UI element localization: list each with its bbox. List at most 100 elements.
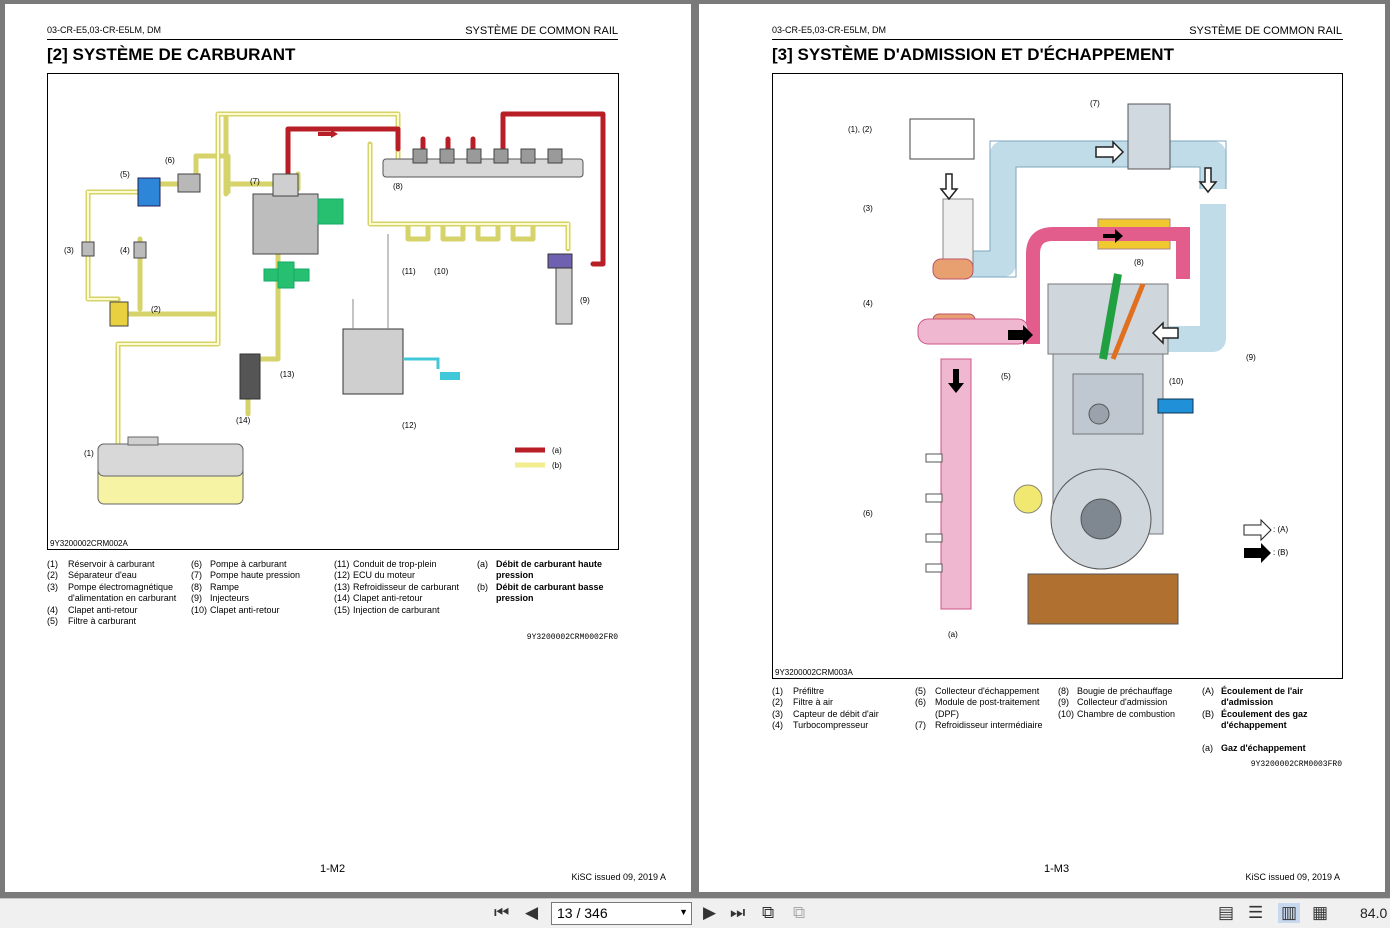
legend-item: (11)Conduit de trop-plein [334,559,437,569]
callout-2: (2) [151,305,161,314]
facing-icon[interactable]: ▥ [1278,903,1301,923]
legend-item: (4)Turbocompresseur [772,720,869,731]
continuous-facing-icon[interactable]: ▦ [1312,903,1329,922]
dropdown-icon[interactable]: ▼ [679,907,688,917]
page-number-value: 13 / 346 [557,905,608,921]
legend-item: (4)Clapet anti-retour [47,604,138,615]
section-title: [3] SYSTÈME D'ADMISSION ET D'ÉCHAPPEMENT [772,45,1174,64]
callout-11: (11) [402,267,416,276]
figure-id: 9Y3200002CRM003A [775,668,853,677]
next-page-icon[interactable]: ▶ [703,903,717,922]
legend-column-3: (8)Bougie de préchauffage (9)Collecteur … [1058,686,1198,720]
legend-item: (9)Injecteurs [191,593,250,604]
legend-item: (1)Réservoir à carburant [47,559,155,569]
first-page-icon[interactable]: ⏮ [494,903,510,922]
zoom-level[interactable]: 84.0 [1360,905,1388,921]
page-number: 1-M3 [1044,863,1070,875]
last-page-icon[interactable]: ⏭ [730,903,746,922]
legend-column-3: (11)Conduit de trop-plein (12)ECU du mot… [334,559,474,616]
legend-item: (10)Clapet anti-retour [191,604,280,615]
callout-8: (8) [1134,258,1144,267]
document-page-left: 03-CR-E5,03-CR-E5LM, DM SYSTÈME DE COMMO… [5,4,691,892]
legend-item: (6)Pompe à carburant [191,559,287,569]
legend-item: (3)Pompe électromagnétique d'alimentatio… [47,581,177,604]
intake-exhaust-diagram: (1), (2) (3) (4) (5) (6) (7) (8) (9) (10… [772,73,1343,679]
legend-column-4: (a)Débit de carburant haute pression (b)… [477,559,617,605]
section-title: [2] SYSTÈME DE CARBURANT [47,45,296,64]
callout-1: (1) [84,449,94,458]
callout-3: (3) [64,246,74,255]
fuel-system-diagram: (1) (2) (3) (4) (5) (6) (7) (8) (9) (10)… [47,73,619,550]
legend-item: (a)Gaz d'échappement [1202,742,1306,753]
header-left: 03-CR-E5,03-CR-E5LM, DM [772,25,887,35]
callout-b: (b) [552,461,562,470]
legend-column-2: (6)Pompe à carburant (7)Pompe haute pres… [191,559,329,616]
fuel-pump [177,173,201,193]
legend-item: (5)Collecteur d'échappement [915,686,1040,696]
reference-code: 9Y3200002CRM0003FR0 [1250,760,1342,769]
high-pressure-pump [252,193,319,255]
legend-item: (2)Filtre à air [772,697,834,708]
header-right: SYSTÈME DE COMMON RAIL [1189,25,1342,37]
legend-item: (13)Refroidisseur de carburant [334,581,460,592]
issued-note: KiSC issued 09, 2019 A [1245,872,1340,882]
legend-item: (b)Débit de carburant basse pression [477,581,604,604]
legend-column-1: (1)Préfiltre (2)Filtre à air (3)Capteur … [772,686,910,732]
callout-9: (9) [580,296,590,305]
header-rule [772,39,1343,40]
callout-13: (13) [280,370,295,379]
callout-5: (5) [120,170,130,179]
callout-3: (3) [863,204,873,213]
callout-a: (a) [552,446,562,455]
legend-arrow-a: : (A) [1273,525,1288,534]
callout-9: (9) [1246,353,1256,362]
legend-item: (5)Filtre à carburant [47,616,137,627]
callout-14: (14) [236,416,251,425]
water-separator [109,301,129,327]
oil-pan [1027,573,1179,625]
callout-7: (7) [250,177,260,186]
legend-column-2: (5)Collecteur d'échappement (6)Module de… [915,686,1055,732]
callout-8: (8) [393,182,403,191]
legend-column-4: (A)Écoulement de l'air d'admission (B)Éc… [1202,686,1342,754]
legend-item: (15)Injection de carburant [334,604,440,615]
callout-6: (6) [165,156,175,165]
exhaust-arrows [948,229,1123,393]
injector-green [1099,273,1122,360]
fuel-filter [137,177,161,207]
page-number-field[interactable]: 13 / 346 ▼ [551,902,692,925]
intake-ducts [953,141,1226,352]
header-right: SYSTÈME DE COMMON RAIL [465,25,618,37]
page-number: 1-M2 [320,863,346,875]
next-view-icon[interactable]: ⧉ [793,903,806,922]
engine-ecu [342,328,404,395]
callout-5: (5) [1001,372,1011,381]
legend-arrow-b: : (B) [1273,548,1288,557]
issued-note: KiSC issued 09, 2019 A [571,872,666,882]
continuous-icon[interactable]: ☰ [1248,903,1264,922]
previous-page-icon[interactable]: ◀ [525,903,539,922]
callout-4: (4) [863,299,873,308]
legend-item: (A)Écoulement de l'air d'admission [1202,686,1304,708]
legend-item: (3)Capteur de débit d'air [772,708,879,719]
intercooler [1127,103,1171,170]
single-page-icon[interactable]: ▤ [1218,903,1235,922]
reference-code: 9Y3200002CRM0002FR0 [526,633,618,642]
legend-item: (7)Pompe haute pression [191,570,301,581]
legend-item: (10)Chambre de combustion [1058,708,1176,719]
legend-item: (a)Débit de carburant haute pression [477,559,603,581]
legend-item: (12)ECU du moteur [334,570,416,581]
callout-6: (6) [863,509,873,518]
high-pressure-lines [285,111,606,267]
figure-id: 9Y3200002CRM002A [50,539,128,548]
viewer-toolbar: ⏮ ◀ 13 / 346 ▼ ▶ ⏭ ⧉ ⧉ ▤ ☰ ▥ ▦ 84.0 [0,898,1390,928]
callout-7: (7) [1090,99,1100,108]
callout-10: (10) [1169,377,1184,386]
legend-item: (6)Module de post-traitement (DPF) [915,697,1040,719]
legend-column-1: (1)Réservoir à carburant (2)Séparateur d… [47,559,185,627]
legend-item: (7)Refroidisseur intermédiaire [915,720,1043,731]
legend-item: (8)Bougie de préchauffage [1058,686,1173,696]
previous-view-icon[interactable]: ⧉ [762,903,775,922]
header-rule [47,39,618,40]
callout-4: (4) [120,246,130,255]
